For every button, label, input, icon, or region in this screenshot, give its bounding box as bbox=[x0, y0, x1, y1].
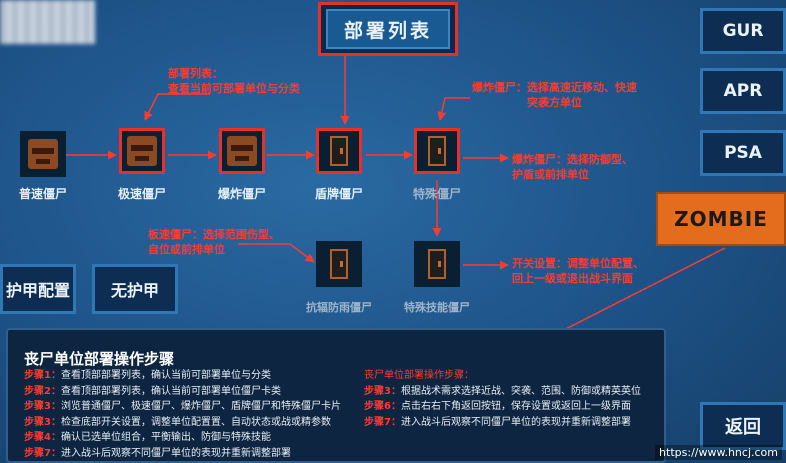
apr-button[interactable]: APR bbox=[700, 68, 786, 114]
unit-fireproof-zombie[interactable] bbox=[316, 241, 362, 287]
step-item: 步骤3：检查底部开关设置，调整单位配置置、自动状态或战或精参数 bbox=[24, 415, 341, 431]
door-icon bbox=[330, 249, 348, 279]
step-item: 步骤3：根据战术需求选择近战、突袭、范围、防御或精英英位 bbox=[364, 384, 641, 400]
annotation-line: 自位或前排单位 bbox=[148, 243, 225, 256]
step-text: 查看顶部部署列表，确认当前可部署单位与分类 bbox=[60, 370, 271, 381]
zombie-button[interactable]: ZOMBIE bbox=[656, 192, 786, 246]
door-icon bbox=[330, 136, 348, 166]
right-step-list: 丧尸单位部署操作步骤： 步骤3：根据战术需求选择近战、突袭、范围、防御或精英英位… bbox=[364, 368, 641, 430]
step-key: 步骤1： bbox=[24, 370, 61, 381]
step-item: 步骤7：进入战斗后观察不同僵尸单位的表现并重新调整部署 bbox=[364, 415, 641, 431]
annotation-line: 部署列表： bbox=[168, 67, 223, 80]
annotation-line: 板速僵尸：选择范围伤型、 bbox=[148, 228, 280, 241]
step-item: 步骤6：点击右右下角返回按钮，保存设置或返回上一级界面 bbox=[364, 399, 641, 415]
unit-fast-zombie[interactable] bbox=[119, 128, 165, 174]
annotation-line: 回上一级或退出战斗界面 bbox=[512, 272, 633, 285]
annotation-board: 板速僵尸：选择范围伤型、 自位或前排单位 bbox=[148, 227, 280, 257]
step-key: 步骤3： bbox=[364, 385, 401, 397]
door-icon bbox=[428, 249, 446, 279]
step-key: 步骤6： bbox=[364, 401, 401, 412]
step-key: 步骤7： bbox=[24, 447, 61, 459]
step-key: 步骤2： bbox=[24, 385, 61, 397]
unit-explosive-label: 爆炸僵尸 bbox=[217, 187, 266, 201]
unit-explosive-zombie[interactable] bbox=[219, 128, 265, 174]
annotation-line: 突袭方单位 bbox=[527, 96, 582, 109]
step-text: 进入战斗后观察不同僵尸单位的表现并重新调整部署 bbox=[400, 416, 631, 428]
unit-shield-zombie[interactable] bbox=[316, 128, 362, 174]
gur-button[interactable]: GUR bbox=[700, 8, 786, 54]
left-step-list: 步骤1：查看顶部部署列表，确认当前可部署单位与分类 步骤2：查看顶部部署列表，确… bbox=[24, 368, 341, 461]
annotation-deploy-list: 部署列表： 查看当前可部署单位与分类 bbox=[168, 66, 300, 96]
step-item: 步骤1：查看顶部部署列表，确认当前可部署单位与分类 bbox=[24, 368, 341, 384]
step-key: 步骤7： bbox=[364, 416, 401, 428]
step-key: 步骤4： bbox=[24, 432, 61, 443]
watermark: https://www.hncj.com bbox=[655, 445, 782, 460]
step-text: 检查底部开关设置，调整单位配置置、自动状态或战或精参数 bbox=[60, 416, 331, 428]
zombie-face-icon bbox=[28, 139, 58, 169]
step-item: 步骤2：查看顶部部署列表，确认当前可部署单位僵尸卡类 bbox=[24, 384, 341, 400]
unit-normal-label: 普速僵尸 bbox=[18, 187, 67, 201]
unit-fireproof-label: 抗辐防雨僵尸 bbox=[306, 301, 372, 314]
no-armor-button[interactable]: 无护甲 bbox=[92, 264, 178, 314]
armor-config-button[interactable]: 护甲配置 bbox=[0, 264, 76, 314]
annotation-switch: 开关设置：调整单位配置、 回上一级或退出战斗界面 bbox=[512, 256, 644, 286]
deploy-list-label: 部署列表 bbox=[326, 9, 450, 49]
step-text: 确认已选单位组合，平衡输出、防御与特殊技能 bbox=[60, 432, 271, 443]
panel-title: 丧尸单位部署操作步骤 bbox=[24, 350, 175, 368]
back-button[interactable]: 返回 bbox=[700, 402, 786, 450]
step-item: 步骤3：浏览普通僵尸、极速僵尸、爆炸僵尸、盾牌僵尸和特殊僵尸卡片 bbox=[24, 399, 341, 415]
step-text: 进入战斗后观察不同僵尸单位的表现并重新调整部署 bbox=[60, 447, 291, 459]
annotation-line: 查看当前可部署单位与分类 bbox=[168, 82, 300, 95]
annotation-line: 爆炸僵尸：选择高速近移动、快速 bbox=[472, 81, 637, 94]
step-text: 浏览普通僵尸、极速僵尸、爆炸僵尸、盾牌僵尸和特殊僵尸卡片 bbox=[60, 401, 341, 412]
unit-special-tech-zombie[interactable] bbox=[414, 241, 460, 287]
step-key: 步骤3： bbox=[24, 416, 61, 428]
right-step-header: 丧尸单位部署操作步骤： bbox=[364, 370, 474, 381]
instruction-panel: 丧尸单位部署操作步骤 步骤1：查看顶部部署列表，确认当前可部署单位与分类 步骤2… bbox=[6, 328, 666, 463]
apr-label: APR bbox=[723, 81, 763, 101]
step-text: 点击右右下角返回按钮，保存设置或返回上一级界面 bbox=[400, 401, 631, 412]
unit-special-zombie[interactable] bbox=[414, 128, 460, 174]
zombie-label: ZOMBIE bbox=[674, 207, 768, 231]
unit-shield-label: 盾牌僵尸 bbox=[314, 187, 363, 201]
unit-fast-label: 极速僵尸 bbox=[117, 187, 166, 201]
annotation-explosive-top: 爆炸僵尸：选择高速近移动、快速 突袭方单位 bbox=[472, 80, 637, 110]
unit-normal-zombie[interactable] bbox=[20, 131, 66, 177]
annotation-line: 爆炸僵尸：选择防御型、 bbox=[512, 153, 633, 166]
annotation-line: 护盾或前排单位 bbox=[512, 168, 589, 181]
gur-label: GUR bbox=[722, 21, 764, 41]
unit-special-tech-label: 特殊技能僵尸 bbox=[404, 301, 470, 314]
step-text: 根据战术需求选择近战、突袭、范围、防御或精英英位 bbox=[400, 385, 641, 397]
step-item: 步骤4：确认已选单位组合，平衡输出、防御与特殊技能 bbox=[24, 430, 341, 446]
psa-button[interactable]: PSA bbox=[700, 130, 786, 176]
no-armor-label: 无护甲 bbox=[110, 281, 159, 300]
back-label: 返回 bbox=[725, 417, 761, 438]
step-key: 步骤3： bbox=[24, 401, 61, 412]
armor-config-label: 护甲配置 bbox=[5, 281, 70, 300]
step-text: 查看顶部部署列表，确认当前可部署单位僵尸卡类 bbox=[60, 385, 281, 397]
zombie-face-icon bbox=[127, 136, 157, 166]
deploy-list-button[interactable]: 部署列表 bbox=[318, 2, 458, 56]
step-item: 步骤7：进入战斗后观察不同僵尸单位的表现并重新调整部署 bbox=[24, 446, 341, 462]
zombie-face-icon bbox=[227, 136, 257, 166]
blurred-logo bbox=[0, 0, 95, 44]
unit-special-label: 特殊僵尸 bbox=[412, 187, 461, 201]
door-icon bbox=[428, 136, 446, 166]
annotation-line: 开关设置：调整单位配置、 bbox=[512, 257, 644, 270]
psa-label: PSA bbox=[724, 143, 762, 163]
annotation-explosive-right: 爆炸僵尸：选择防御型、 护盾或前排单位 bbox=[512, 152, 633, 182]
